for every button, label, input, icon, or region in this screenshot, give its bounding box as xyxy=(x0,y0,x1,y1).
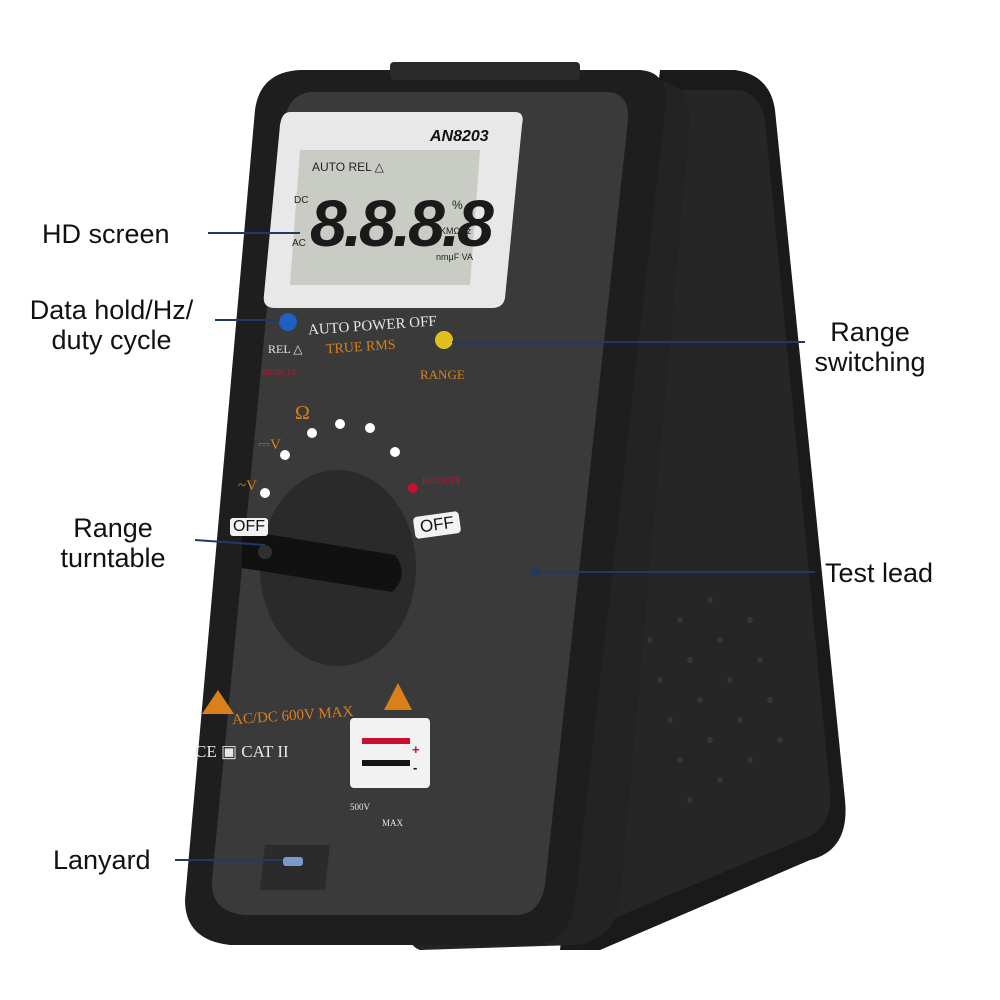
max-500v-label: 500V xyxy=(350,802,370,812)
rel-label: REL △ xyxy=(268,342,303,356)
callout-data-hold-line2: duty cycle xyxy=(51,325,172,355)
dial-ohm-label: Ω xyxy=(295,402,310,424)
range-button[interactable] xyxy=(435,331,453,349)
hz-duty-label: HZ/DUTY xyxy=(262,368,298,377)
callout-range-turntable-line1: Range xyxy=(73,513,153,543)
callout-data-hold-line1: Data hold/Hz/ xyxy=(29,295,194,325)
polarity-card xyxy=(350,718,430,788)
model-label: AN8203 xyxy=(430,128,489,145)
lcd-units2: nmμF VA xyxy=(436,252,474,262)
callout-lines xyxy=(175,232,815,861)
callout-test-lead: Test lead xyxy=(825,558,934,588)
dial-dcv-label: ⎓V xyxy=(258,437,281,453)
warning-icon-right xyxy=(384,683,412,710)
dial-markers xyxy=(260,419,418,498)
lcd-icons: AUTO REL △ xyxy=(312,160,384,174)
lcd-units1: KMΩHz xyxy=(440,226,472,236)
lcd-ac: AC xyxy=(292,238,306,249)
warning-icon-left xyxy=(202,690,234,714)
dial-hz-duty-label: HZ/DUTY xyxy=(422,476,462,486)
cert-label: CE ▣ CAT II xyxy=(195,742,289,761)
polarity-plus: + xyxy=(412,742,420,757)
callout-range-turntable-line2: turntable xyxy=(60,543,166,573)
hold-button[interactable] xyxy=(279,313,297,331)
lcd-percent: % xyxy=(452,198,463,212)
range-dial[interactable] xyxy=(242,470,416,666)
callout-range-switching-line1: Range xyxy=(830,317,910,347)
lanyard-loop xyxy=(260,845,330,890)
max-label: MAX xyxy=(382,818,404,828)
callout-range-switching-line2: switching xyxy=(814,347,926,377)
lcd-dc: DC xyxy=(294,195,309,206)
polarity-minus: - xyxy=(413,760,418,775)
screen-bezel xyxy=(263,112,523,308)
callout-range-switching: Range switching xyxy=(805,317,935,377)
lcd-digits: 8.8.8.8 xyxy=(310,186,494,260)
callout-range-turntable: Range turntable xyxy=(48,513,178,573)
dial-off-left: OFF xyxy=(230,518,268,536)
callout-hd-screen: HD screen xyxy=(42,219,170,249)
callout-data-hold: Data hold/Hz/ duty cycle xyxy=(14,295,209,355)
callout-lanyard: Lanyard xyxy=(53,845,151,875)
dial-acv-label: ~V xyxy=(238,478,257,494)
range-label: RANGE xyxy=(420,367,465,382)
